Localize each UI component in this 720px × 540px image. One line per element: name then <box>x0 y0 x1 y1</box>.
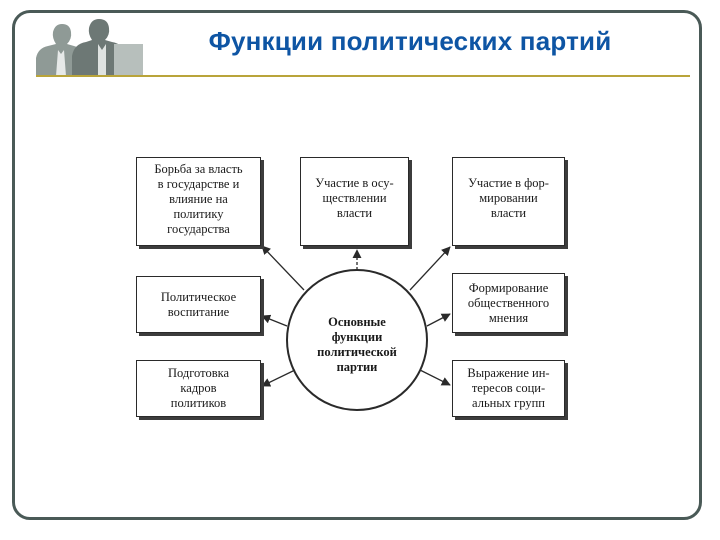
function-box-interests: Выражение ин- тересов соци- альных групп <box>452 360 565 417</box>
function-box-education: Политическое воспитание <box>136 276 261 333</box>
center-function-label: Основные функции политической партии <box>317 315 397 374</box>
function-box-public-opinion: Формирование общественного мнения <box>452 273 565 333</box>
arrow-to-public-opinion <box>426 313 451 327</box>
function-box-participation-formation: Участие в фор- мировании власти <box>452 157 565 246</box>
title-underline <box>36 75 690 77</box>
arrow-to-interests <box>419 369 451 386</box>
page-title: Функции политических партий <box>208 26 612 56</box>
arrow-to-cadre-training <box>261 369 296 387</box>
function-box-participation-exercise: Участие в осу- ществлении власти <box>300 157 409 246</box>
arrow-to-participation-formation <box>409 246 451 291</box>
arrow-to-struggle <box>261 245 305 291</box>
business-people-logo <box>28 14 143 76</box>
arrow-to-education <box>261 314 288 327</box>
function-box-struggle: Борьба за власть в государстве и влияние… <box>136 157 261 246</box>
function-box-cadre-training: Подготовка кадров политиков <box>136 360 261 417</box>
